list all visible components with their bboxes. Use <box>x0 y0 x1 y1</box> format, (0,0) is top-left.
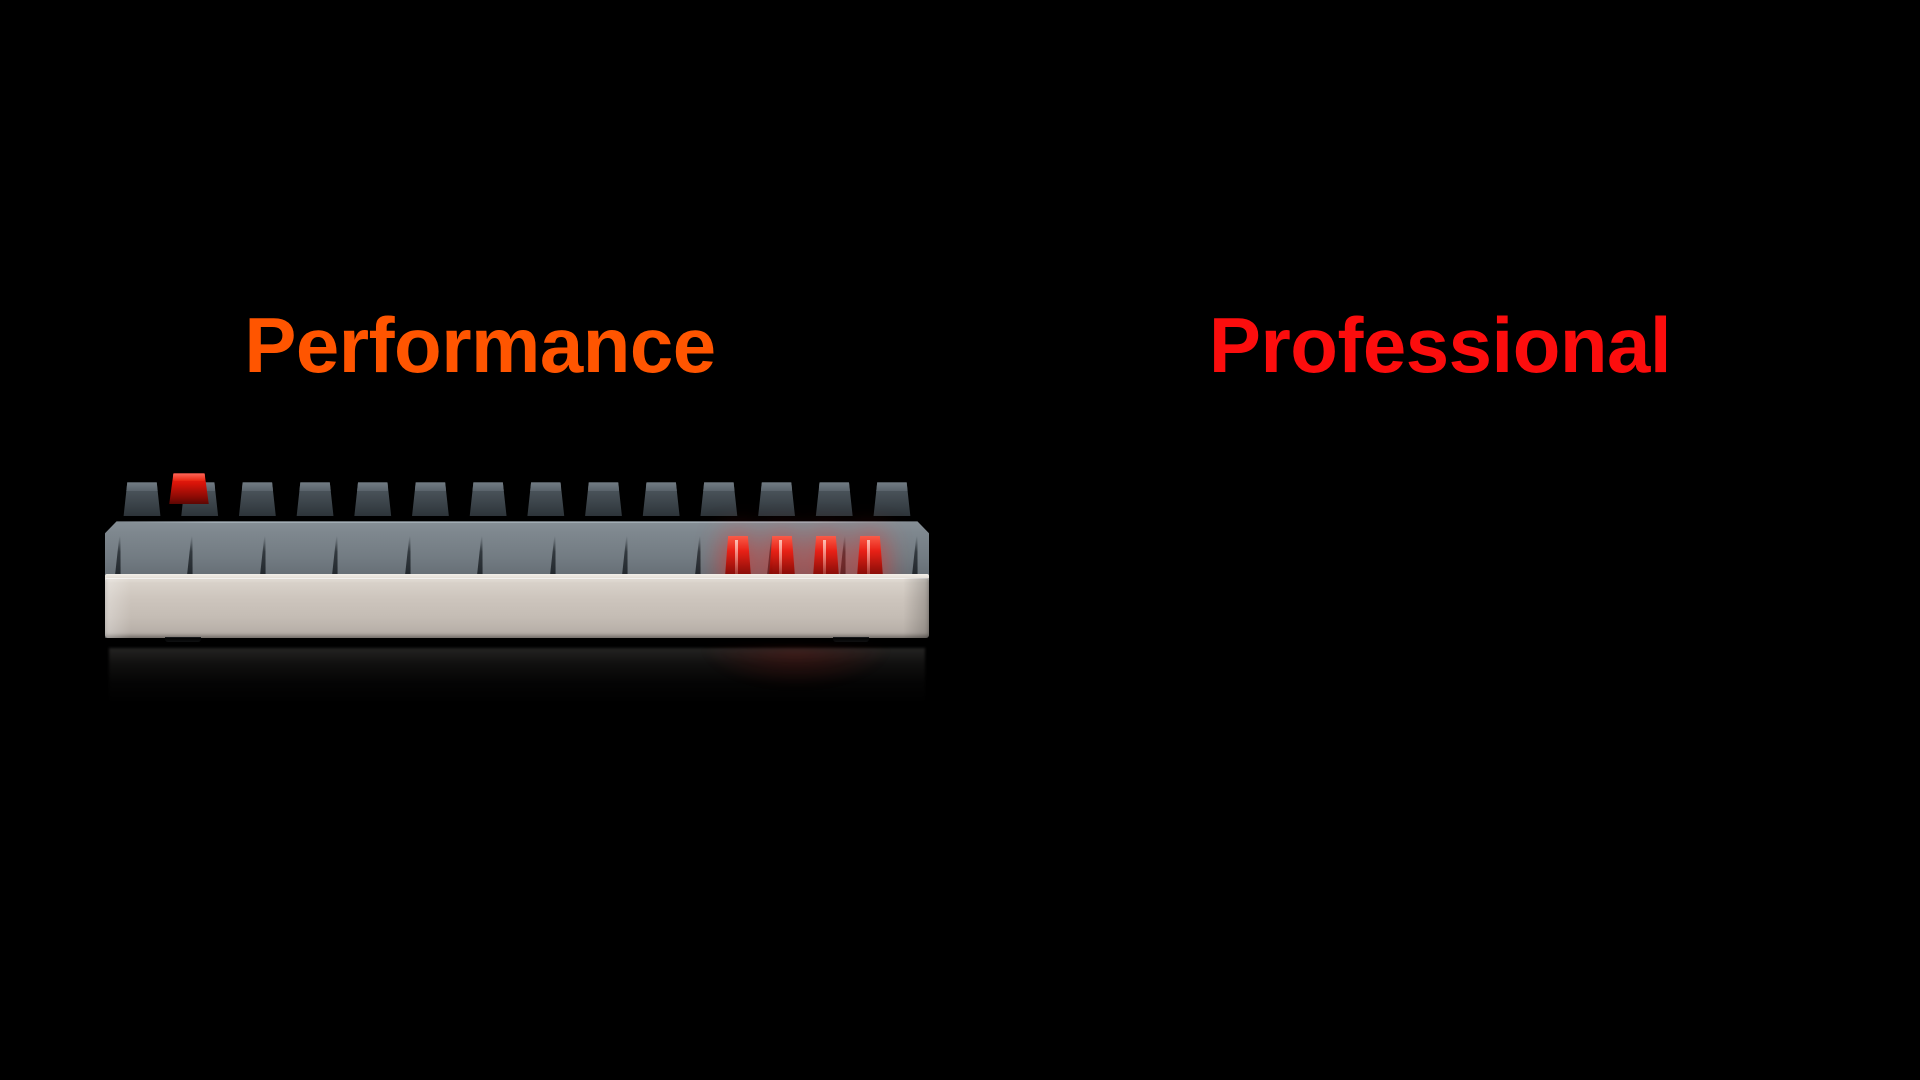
page-title-performance: Performance <box>244 301 716 390</box>
floor-reflection-performance <box>109 648 925 704</box>
product-panel-professional[interactable]: Professional <box>960 0 1920 1080</box>
keycap[interactable] <box>642 482 680 516</box>
keyboard-body-performance <box>105 470 929 704</box>
keycap[interactable] <box>354 482 392 516</box>
keyboard-case-performance <box>105 578 929 638</box>
case-top-bevel-performance <box>105 574 929 580</box>
page-title-professional: Professional <box>1208 301 1672 390</box>
keycap[interactable] <box>815 482 853 516</box>
case-drop-shadow <box>111 638 923 644</box>
keycap[interactable] <box>700 482 738 516</box>
keycap[interactable] <box>585 482 622 516</box>
keycap[interactable] <box>758 482 795 516</box>
keycap[interactable] <box>873 482 911 516</box>
keycap-field-performance <box>105 470 929 588</box>
keycap-back-row-performance <box>105 476 929 532</box>
esc-keycap[interactable] <box>169 473 209 504</box>
product-panel-performance[interactable]: Performance <box>0 0 960 1080</box>
keyboard-performance[interactable] <box>105 470 929 704</box>
keycap[interactable] <box>123 482 161 516</box>
keycap[interactable] <box>296 482 334 516</box>
keycap[interactable] <box>527 482 565 516</box>
keycap[interactable] <box>469 482 507 516</box>
floor-reflection-glow-performance <box>701 648 891 688</box>
keycap[interactable] <box>238 482 276 516</box>
keycap[interactable] <box>412 482 449 516</box>
